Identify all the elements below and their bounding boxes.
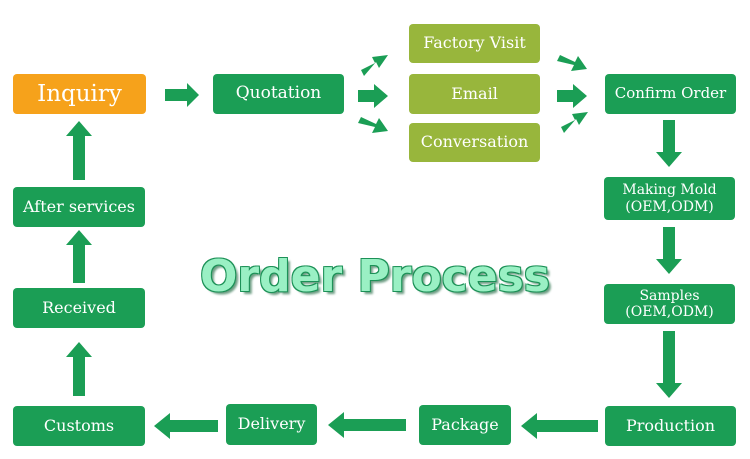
factory-visit-box: Factory Visit: [409, 24, 540, 63]
quotation-box: Quotation: [213, 74, 344, 114]
arrow-left: [521, 413, 598, 439]
email-box: Email: [409, 74, 540, 114]
customs-box: Customs: [13, 406, 145, 446]
arrow-up: [66, 121, 92, 180]
arrow-left: [328, 412, 406, 438]
arrow-up-right: [361, 55, 388, 76]
arrow-down-right: [358, 117, 388, 133]
samples-sublabel: (OEM,ODM): [625, 304, 714, 320]
inquiry-box: Inquiry: [13, 74, 146, 114]
arrow-left: [154, 413, 218, 439]
arrow-down-right: [557, 55, 587, 71]
delivery-box: Delivery: [226, 404, 317, 445]
confirm-order-box: Confirm Order: [605, 74, 736, 114]
making-mold-label: Making Mold: [622, 182, 717, 199]
production-box: Production: [605, 406, 736, 446]
arrow-down: [656, 227, 682, 274]
samples-label: Samples: [639, 287, 700, 304]
arrow-up-right: [561, 112, 588, 133]
arrow-right: [165, 83, 199, 107]
samples-box: Samples (OEM,ODM): [604, 284, 735, 324]
arrow-up: [66, 230, 92, 283]
arrow-down: [656, 331, 682, 398]
after-services-box: After services: [13, 187, 145, 227]
package-box: Package: [419, 405, 511, 445]
received-box: Received: [13, 288, 145, 328]
arrow-right: [557, 84, 587, 108]
making-mold-sublabel: (OEM,ODM): [625, 198, 714, 215]
conversation-box: Conversation: [409, 123, 540, 162]
arrow-down: [656, 120, 682, 167]
arrow-right: [358, 84, 388, 108]
making-mold-box: Making Mold (OEM,ODM): [604, 177, 735, 220]
arrow-up: [66, 342, 92, 396]
diagram-title: Order Process: [200, 250, 550, 302]
